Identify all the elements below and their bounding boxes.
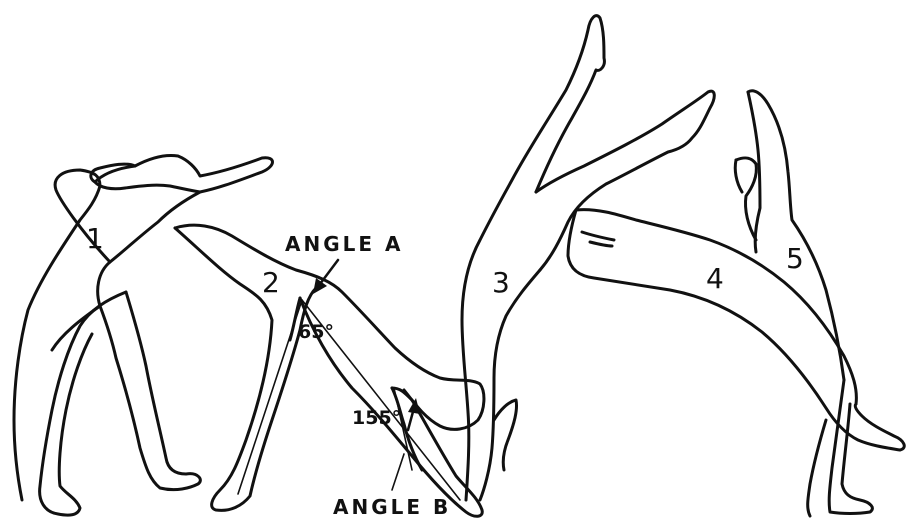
figure-stage-1 [14, 155, 273, 515]
stage-number-2: 2 [262, 266, 280, 299]
stage-number-4: 4 [706, 262, 724, 295]
angle-a-label: ANGLE A [285, 232, 403, 256]
figure-stage-2 [175, 225, 484, 516]
stage-number-5: 5 [786, 242, 804, 275]
angle-b-value: 155° [352, 407, 401, 429]
angle-b-label: ANGLE B [333, 495, 451, 519]
figure-stage-5 [735, 91, 872, 516]
figure-stage-4 [568, 210, 904, 450]
angle-b-leader-line [392, 454, 404, 490]
stage-number-1: 1 [86, 222, 104, 255]
angle-a-value: 65° [298, 321, 334, 343]
figure-stage-3 [462, 16, 714, 500]
angle-a-arrow [320, 260, 338, 284]
stage-number-3: 3 [492, 266, 510, 299]
